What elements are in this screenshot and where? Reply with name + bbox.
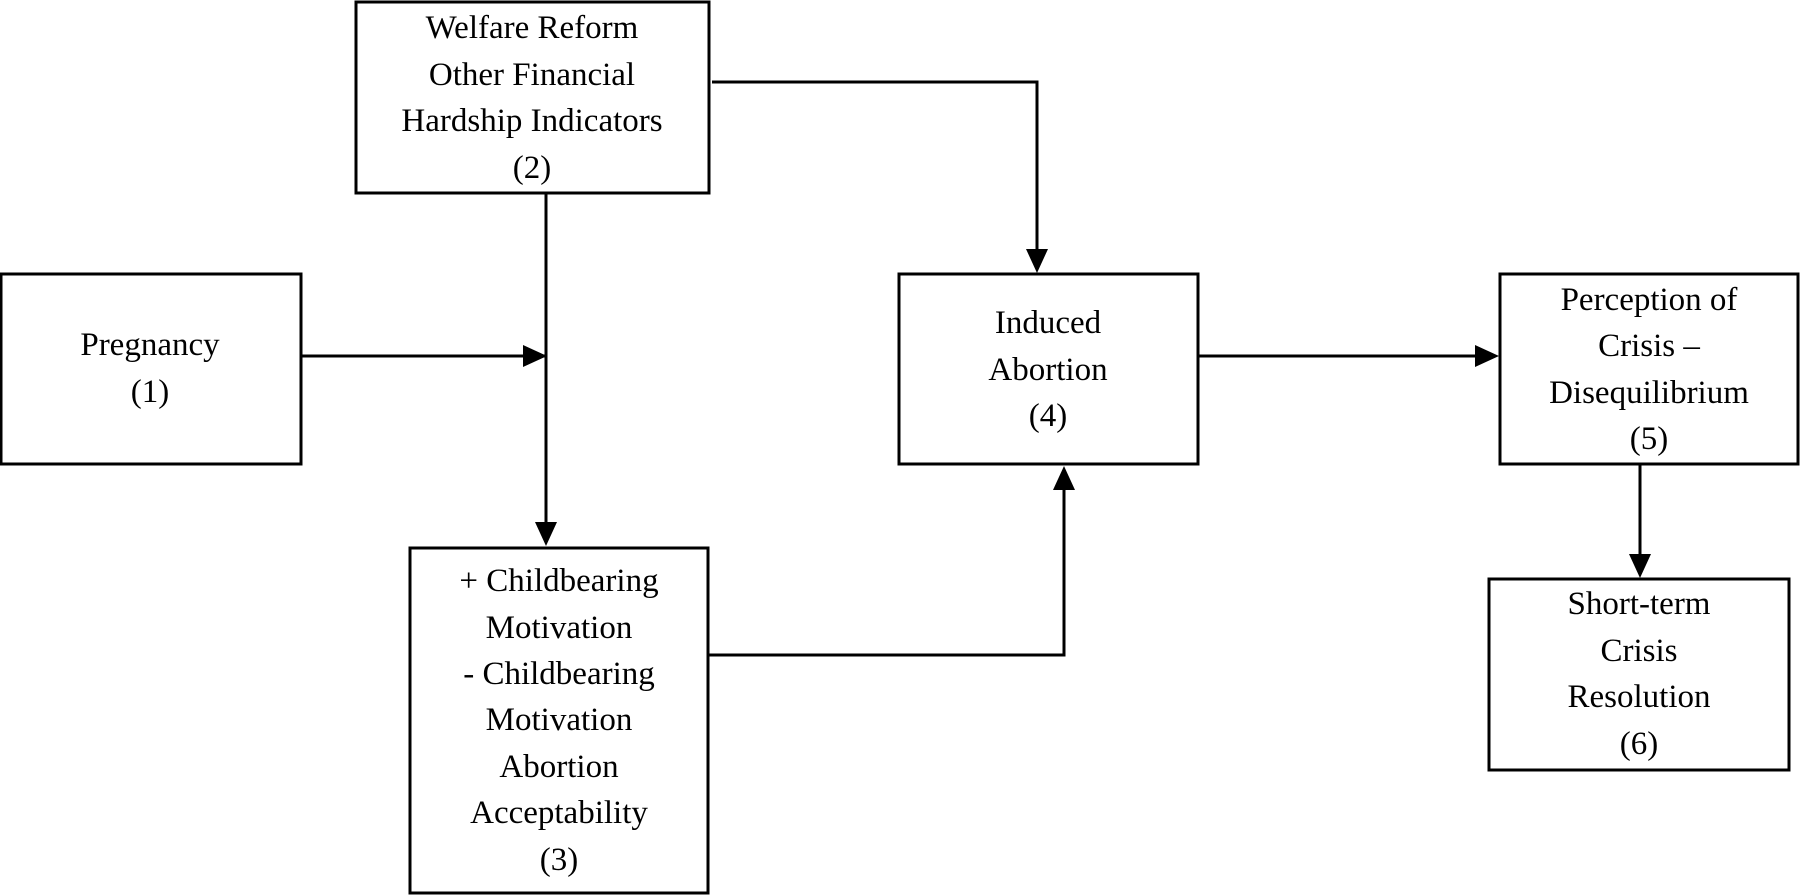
node-induced-abortion-line-2: Abortion — [988, 352, 1107, 388]
node-perception-of-crisis: Perception of Crisis – Disequilibrium (5… — [1498, 272, 1800, 466]
edge-motivation-to-abortion-arrowhead — [1053, 466, 1075, 490]
node-pregnancy: Pregnancy (1) — [0, 272, 303, 466]
node-financial-hardship-line-4: (2) — [513, 150, 551, 186]
node-financial-hardship-line-3: Hardship Indicators — [401, 103, 662, 139]
node-childbearing-motivation-line-3: - Childbearing — [463, 656, 655, 692]
node-perception-of-crisis-line-2: Crisis – — [1598, 328, 1700, 364]
node-financial-hardship: Welfare Reform Other Financial Hardship … — [354, 0, 711, 195]
node-pregnancy-line-2: (1) — [131, 374, 169, 410]
node-childbearing-motivation-line-4: Motivation — [486, 702, 633, 738]
edge-financial-to-abortion-arrowhead — [1026, 249, 1048, 273]
node-childbearing-motivation-line-7: (3) — [540, 842, 578, 878]
node-childbearing-motivation-line-1: + Childbearing — [459, 563, 658, 599]
node-induced-abortion-line-1: Induced — [995, 305, 1102, 341]
edge-financial-to-abortion — [712, 80, 1039, 255]
node-short-term-resolution-line-2: Crisis — [1600, 633, 1677, 669]
node-childbearing-motivation: + Childbearing Motivation - Childbearing… — [408, 546, 710, 895]
node-perception-of-crisis-line-4: (5) — [1630, 421, 1668, 457]
node-perception-of-crisis-line-1: Perception of — [1561, 282, 1738, 318]
node-childbearing-motivation-line-5: Abortion — [499, 749, 618, 785]
node-short-term-resolution-line-4: (6) — [1620, 726, 1658, 762]
edge-financial-to-motivation-arrowhead — [535, 522, 557, 546]
node-pregnancy-line-1: Pregnancy — [80, 327, 220, 363]
connectors — [301, 80, 1651, 657]
node-induced-abortion-line-3: (4) — [1029, 398, 1067, 434]
node-childbearing-motivation-line-6: Acceptability — [470, 795, 648, 831]
node-short-term-resolution-line-3: Resolution — [1567, 679, 1710, 715]
node-induced-abortion: Induced Abortion (4) — [897, 272, 1200, 466]
edge-abortion-to-crisis-arrowhead — [1475, 345, 1499, 367]
edge-motivation-to-abortion — [709, 484, 1066, 657]
node-perception-of-crisis-line-3: Disequilibrium — [1549, 375, 1749, 411]
node-childbearing-motivation-line-2: Motivation — [486, 610, 633, 646]
node-financial-hardship-line-1: Welfare Reform — [426, 10, 639, 46]
edge-crisis-to-resolution-arrowhead — [1629, 554, 1651, 578]
node-short-term-resolution-line-1: Short-term — [1568, 586, 1711, 622]
node-financial-hardship-line-2: Other Financial — [429, 57, 635, 93]
edge-pregnancy-arrowhead — [523, 345, 547, 367]
node-short-term-resolution: Short-term Crisis Resolution (6) — [1487, 577, 1791, 772]
